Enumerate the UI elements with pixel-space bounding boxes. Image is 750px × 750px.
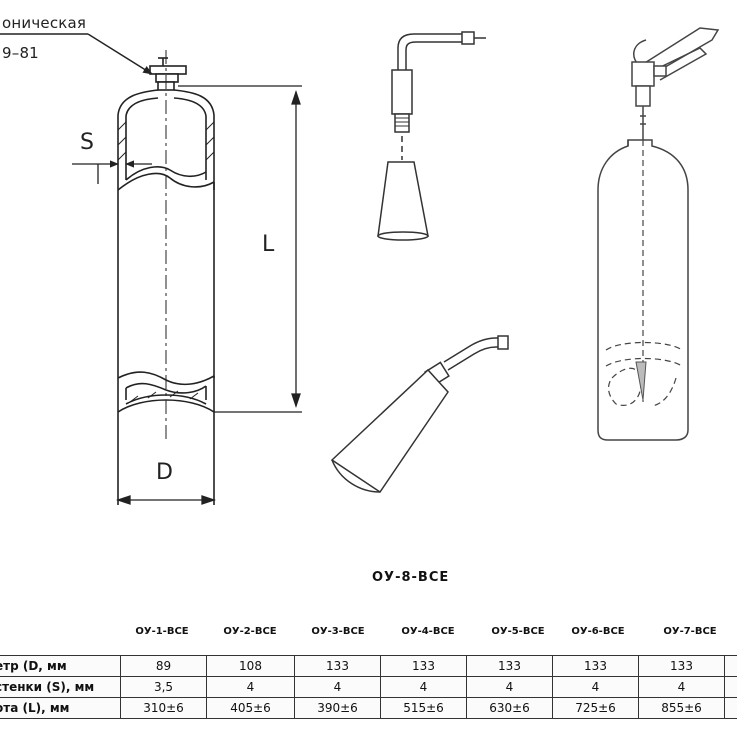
cell: 133 — [638, 655, 725, 677]
valve-callout-leader — [0, 33, 153, 75]
diameter-dimension — [115, 495, 217, 505]
model-header-1: ОУ-1-ВСЕ — [135, 626, 189, 637]
table-row-diameter: етр (D, мм 89 108 133 133 133 133 133 — [0, 655, 737, 677]
cell: 133 — [552, 655, 639, 677]
hose-assembly — [377, 31, 486, 241]
cell: 4 — [466, 676, 553, 698]
table-row-height: ота (L), мм 310±6 405±6 390±6 515±6 630±… — [0, 697, 737, 719]
row-label-wall: стенки (S), мм — [0, 676, 121, 698]
row-label-diameter: етр (D, мм — [0, 655, 121, 677]
cell: 855±6 — [638, 697, 725, 719]
cell: 133 — [380, 655, 467, 677]
cell: 515±6 — [380, 697, 467, 719]
cell: 89 — [120, 655, 207, 677]
row-label-height: ота (L), мм — [0, 697, 121, 719]
model-header-6: ОУ-6-ВСЕ — [571, 626, 625, 637]
cell-stub — [724, 697, 737, 719]
cell-stub — [724, 655, 737, 677]
diameter-label: D — [156, 460, 173, 485]
cell: 4 — [638, 676, 725, 698]
wall-thickness-dimension — [72, 160, 152, 184]
cell: 4 — [552, 676, 639, 698]
model-header-4: ОУ-4-ВСЕ — [401, 626, 455, 637]
wall-thickness-label: S — [80, 130, 94, 155]
spec-table: етр (D, мм 89 108 133 133 133 133 133 ст… — [0, 655, 737, 719]
cell: 630±6 — [466, 697, 553, 719]
length-label: L — [262, 232, 275, 257]
cell: 405±6 — [206, 697, 295, 719]
angled-horn — [330, 335, 509, 494]
cell: 310±6 — [120, 697, 207, 719]
cell: 4 — [380, 676, 467, 698]
cell: 4 — [206, 676, 295, 698]
cell: 108 — [206, 655, 295, 677]
extinguisher-assembled — [597, 27, 720, 441]
model-header-5: ОУ-5-ВСЕ — [491, 626, 545, 637]
cell: 390±6 — [294, 697, 381, 719]
valve-callout-text: оническая — [2, 14, 87, 32]
cell: 725±6 — [552, 697, 639, 719]
model-header-2: ОУ-2-ВСЕ — [223, 626, 277, 637]
model-header-7: ОУ-7-ВСЕ — [663, 626, 717, 637]
table-row-wall: стенки (S), мм 3,5 4 4 4 4 4 4 — [0, 676, 737, 698]
model-header-3: ОУ-3-ВСЕ — [311, 626, 365, 637]
cell: 3,5 — [120, 676, 207, 698]
cell: 133 — [466, 655, 553, 677]
table-model-header: ОУ-1-ВСЕ ОУ-2-ВСЕ ОУ-3-ВСЕ ОУ-4-ВСЕ ОУ-5… — [0, 626, 750, 640]
technical-drawing — [0, 27, 720, 505]
cell: 133 — [294, 655, 381, 677]
valve-code-text: 9–81 — [2, 44, 39, 62]
cell-stub — [724, 676, 737, 698]
drawing-caption: ОУ-8-ВСЕ — [372, 570, 450, 585]
length-dimension — [178, 85, 302, 413]
cylinder-section — [117, 50, 215, 505]
cell: 4 — [294, 676, 381, 698]
